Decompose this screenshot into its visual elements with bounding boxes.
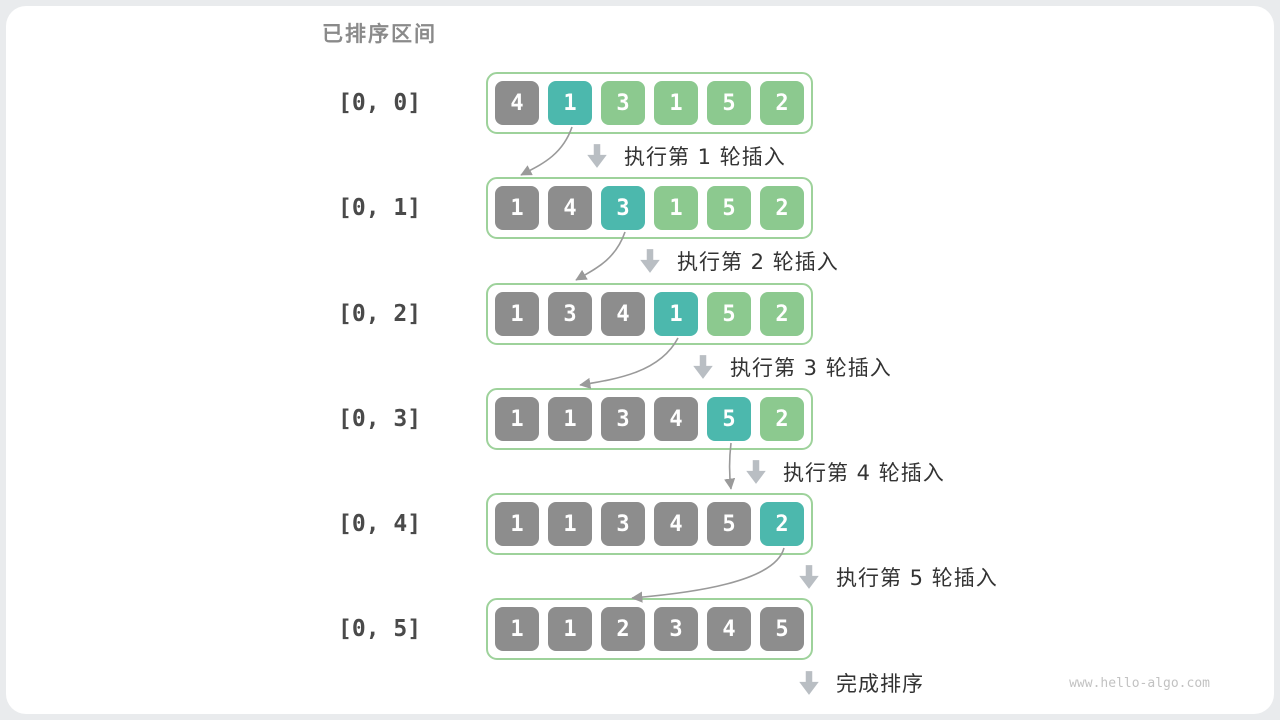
- array-cell: 4: [601, 292, 645, 336]
- array-cell: 4: [654, 397, 698, 441]
- down-arrow-icon: [587, 144, 607, 168]
- step-label: 执行第 4 轮插入: [783, 461, 945, 485]
- array-cell: 5: [707, 186, 751, 230]
- array-cell: 1: [548, 502, 592, 546]
- array-row-4: 1 1 3 4 5 2: [486, 388, 813, 450]
- step-label: 执行第 1 轮插入: [624, 145, 786, 169]
- array-cell: 1: [654, 292, 698, 336]
- step-label: 执行第 2 轮插入: [677, 250, 839, 274]
- step-annotation-final: 完成排序: [796, 667, 924, 699]
- step-annotation-4: 执行第 4 轮插入: [743, 456, 945, 488]
- array-cell: 3: [601, 186, 645, 230]
- array-cell: 1: [654, 186, 698, 230]
- array-cell: 2: [760, 397, 804, 441]
- range-label-row-5: [0, 4]: [338, 511, 422, 537]
- array-cell: 2: [601, 607, 645, 651]
- step-label: 执行第 3 轮插入: [730, 356, 892, 380]
- array-cell: 3: [654, 607, 698, 651]
- step-label: 执行第 5 轮插入: [836, 566, 998, 590]
- diagram-title: 已排序区间: [322, 22, 437, 46]
- array-cell: 5: [760, 607, 804, 651]
- range-label-row-3: [0, 2]: [338, 301, 422, 327]
- array-cell: 1: [495, 186, 539, 230]
- range-label-row-4: [0, 3]: [338, 406, 422, 432]
- array-cell: 3: [548, 292, 592, 336]
- down-arrow-icon: [746, 460, 766, 484]
- watermark: www.hello-algo.com: [1069, 676, 1210, 691]
- array-cell: 5: [707, 502, 751, 546]
- step-annotation-2: 执行第 2 轮插入: [637, 245, 839, 277]
- array-cell: 1: [548, 607, 592, 651]
- array-cell: 1: [548, 81, 592, 125]
- range-label-row-6: [0, 5]: [338, 616, 422, 642]
- array-row-3: 1 3 4 1 5 2: [486, 283, 813, 345]
- range-label-row-2: [0, 1]: [338, 195, 422, 221]
- down-arrow-icon: [799, 565, 819, 589]
- array-row-6: 1 1 2 3 4 5: [486, 598, 813, 660]
- array-cell: 1: [495, 502, 539, 546]
- array-cell: 5: [707, 292, 751, 336]
- array-cell: 4: [654, 502, 698, 546]
- down-arrow-icon: [799, 671, 819, 695]
- step-annotation-1: 执行第 1 轮插入: [584, 140, 786, 172]
- array-cell: 4: [495, 81, 539, 125]
- array-cell: 1: [495, 292, 539, 336]
- array-cell: 4: [548, 186, 592, 230]
- step-annotation-5: 执行第 5 轮插入: [796, 561, 998, 593]
- array-cell: 5: [707, 397, 751, 441]
- step-annotation-3: 执行第 3 轮插入: [690, 351, 892, 383]
- array-cell: 3: [601, 502, 645, 546]
- array-row-1: 4 1 3 1 5 2: [486, 72, 813, 134]
- array-cell: 1: [495, 397, 539, 441]
- array-row-2: 1 4 3 1 5 2: [486, 177, 813, 239]
- down-arrow-icon: [693, 355, 713, 379]
- array-cell: 2: [760, 81, 804, 125]
- array-cell: 2: [760, 292, 804, 336]
- step-label: 完成排序: [836, 672, 924, 696]
- array-cell: 1: [548, 397, 592, 441]
- down-arrow-icon: [640, 249, 660, 273]
- array-cell: 4: [707, 607, 751, 651]
- array-cell: 1: [654, 81, 698, 125]
- array-cell: 2: [760, 186, 804, 230]
- array-cell: 2: [760, 502, 804, 546]
- array-cell: 3: [601, 81, 645, 125]
- array-cell: 1: [495, 607, 539, 651]
- range-label-row-1: [0, 0]: [338, 90, 422, 116]
- array-cell: 3: [601, 397, 645, 441]
- array-cell: 5: [707, 81, 751, 125]
- array-row-5: 1 1 3 4 5 2: [486, 493, 813, 555]
